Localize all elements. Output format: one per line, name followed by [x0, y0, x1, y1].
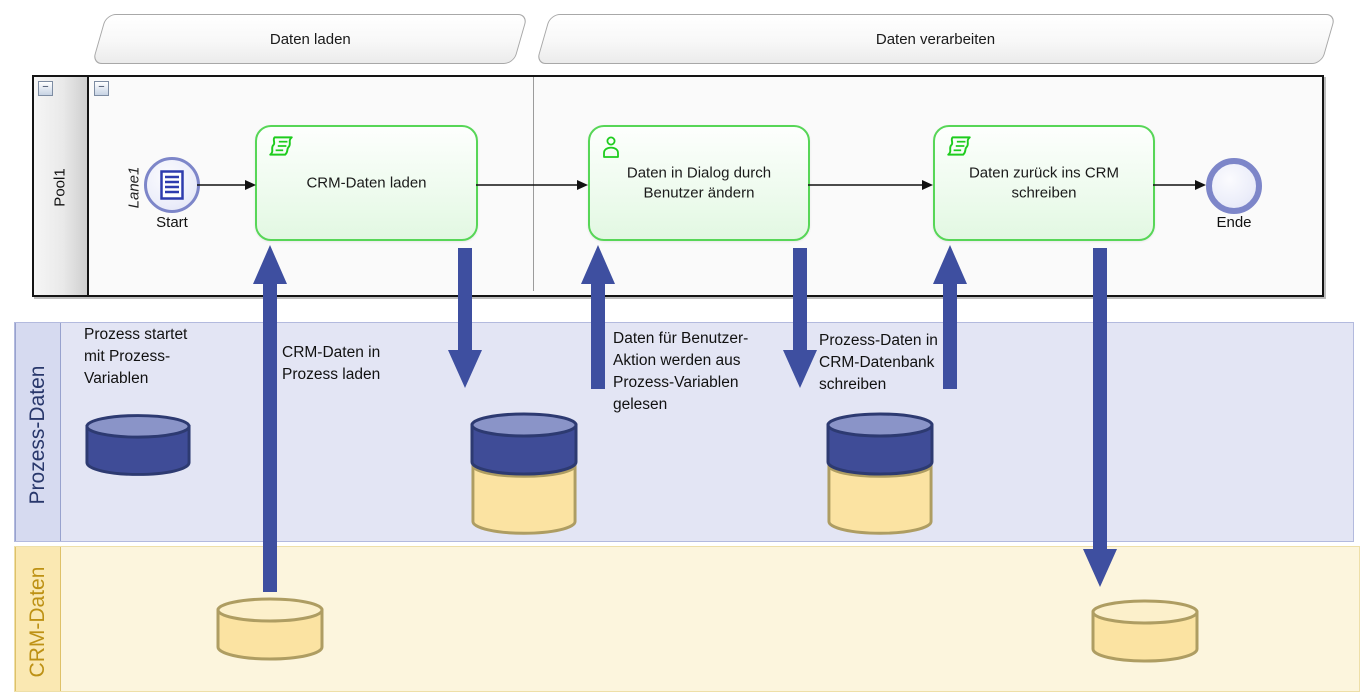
start-event-label: Start: [156, 214, 188, 231]
crm-data-store-cylinder-2: [1091, 599, 1199, 663]
phase-banner-daten-laden: Daten laden: [91, 14, 529, 64]
task-label: CRM-Daten laden: [306, 174, 427, 192]
annotation-daten-fuer-benutzer-aktion: Daten für Benutzer- Aktion werden aus Pr…: [613, 330, 749, 413]
phase-label: Daten laden: [269, 30, 351, 48]
prozess-daten-band-header: Prozess-Daten: [15, 323, 61, 541]
crm-data-store-cylinder-1: [216, 597, 324, 661]
lane-collapse-button[interactable]: −: [94, 81, 109, 96]
pool-header: Pool1: [34, 77, 89, 295]
annotation-prozess-startet: Prozess startet mit Prozess- Variablen: [84, 326, 188, 387]
phase-label: Daten verarbeiten: [876, 30, 996, 48]
phase-divider-line: [533, 77, 534, 291]
document-icon: [160, 170, 184, 200]
end-event-label: Ende: [1216, 214, 1252, 231]
prozess-daten-band-label: Prozess-Daten: [26, 365, 49, 505]
start-event[interactable]: [144, 157, 200, 213]
lane-label: Lane1: [125, 166, 143, 209]
task-label: Daten in Dialog durch Benutzer ändern: [626, 164, 772, 202]
annotation-prozess-daten-schreiben: Prozess-Daten in CRM-Datenbank schreiben: [819, 332, 938, 393]
pool-label: Pool1: [51, 168, 69, 207]
prozess-data-store-cylinder: [85, 414, 191, 476]
task-crm-daten-laden[interactable]: CRM-Daten laden: [255, 125, 478, 241]
script-icon: [269, 136, 293, 156]
phase-banner-daten-verarbeiten: Daten verarbeiten: [535, 14, 1337, 64]
task-daten-in-dialog-aendern[interactable]: Daten in Dialog durch Benutzer ändern: [588, 125, 810, 241]
crm-daten-band-header: CRM-Daten: [15, 547, 61, 691]
task-label: Daten zurück ins CRM schreiben: [968, 164, 1120, 202]
end-event[interactable]: [1206, 158, 1262, 214]
script-icon: [947, 136, 971, 156]
prozess-data-store-cylinder-stacked-1: [470, 412, 578, 476]
task-daten-zurueck-ins-crm[interactable]: Daten zurück ins CRM schreiben: [933, 125, 1155, 241]
prozess-daten-band: Prozess-Daten: [14, 322, 1354, 542]
user-icon: [603, 136, 619, 158]
prozess-data-store-cylinder-stacked-2: [826, 412, 934, 476]
annotation-crm-daten-in-prozess-laden: CRM-Daten in Prozess laden: [282, 344, 381, 383]
crm-daten-band-label: CRM-Daten: [26, 566, 49, 678]
pool-collapse-button[interactable]: −: [38, 81, 53, 96]
